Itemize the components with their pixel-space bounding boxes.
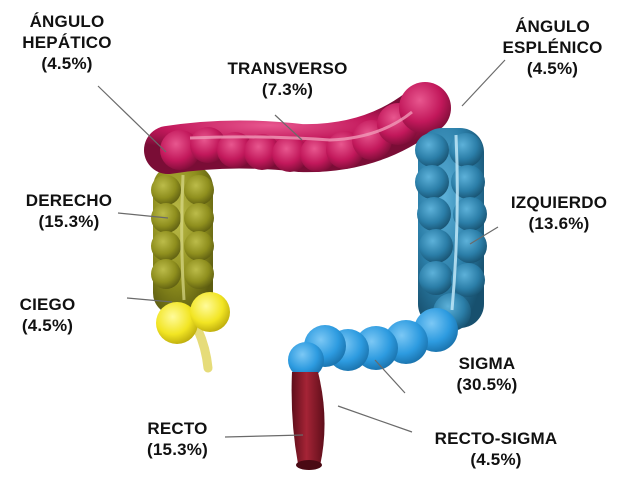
label-angulo-hepatico-line1: ÁNGULO HEPÁTICO	[6, 11, 128, 53]
label-transverso-pct: (7.3%)	[200, 79, 375, 100]
label-sigma: SIGMA (30.5%)	[432, 353, 542, 395]
label-izquierdo: IZQUIERDO (13.6%)	[495, 192, 623, 234]
label-angulo-hepatico: ÁNGULO HEPÁTICO (4.5%)	[6, 11, 128, 74]
label-ciego-name: CIEGO	[0, 294, 95, 315]
segment-izquierdo	[415, 128, 487, 331]
label-derecho-pct: (15.3%)	[8, 211, 130, 232]
label-recto-sigma: RECTO-SIGMA (4.5%)	[408, 428, 584, 470]
label-derecho: DERECHO (15.3%)	[8, 190, 130, 232]
label-recto-pct: (15.3%)	[125, 439, 230, 460]
label-recto-name: RECTO	[125, 418, 230, 439]
label-sigma-name: SIGMA	[432, 353, 542, 374]
label-ciego-pct: (4.5%)	[0, 315, 95, 336]
label-angulo-esplenico-pct: (4.5%)	[475, 58, 630, 79]
label-recto: RECTO (15.3%)	[125, 418, 230, 460]
label-transverso-name: TRANSVERSO	[200, 58, 375, 79]
label-angulo-esplenico: ÁNGULO ESPLÉNICO (4.5%)	[475, 16, 630, 79]
label-angulo-esplenico-line1: ÁNGULO ESPLÉNICO	[475, 16, 630, 58]
segment-derecho	[151, 165, 214, 315]
segment-recto	[292, 372, 325, 470]
label-recto-sigma-name: RECTO-SIGMA	[408, 428, 584, 449]
label-ciego: CIEGO (4.5%)	[0, 294, 95, 336]
label-izquierdo-pct: (13.6%)	[495, 213, 623, 234]
label-recto-sigma-pct: (4.5%)	[408, 449, 584, 470]
label-angulo-hepatico-pct: (4.5%)	[6, 53, 128, 74]
label-derecho-name: DERECHO	[8, 190, 130, 211]
label-sigma-pct: (30.5%)	[432, 374, 542, 395]
label-izquierdo-name: IZQUIERDO	[495, 192, 623, 213]
label-transverso: TRANSVERSO (7.3%)	[200, 58, 375, 100]
